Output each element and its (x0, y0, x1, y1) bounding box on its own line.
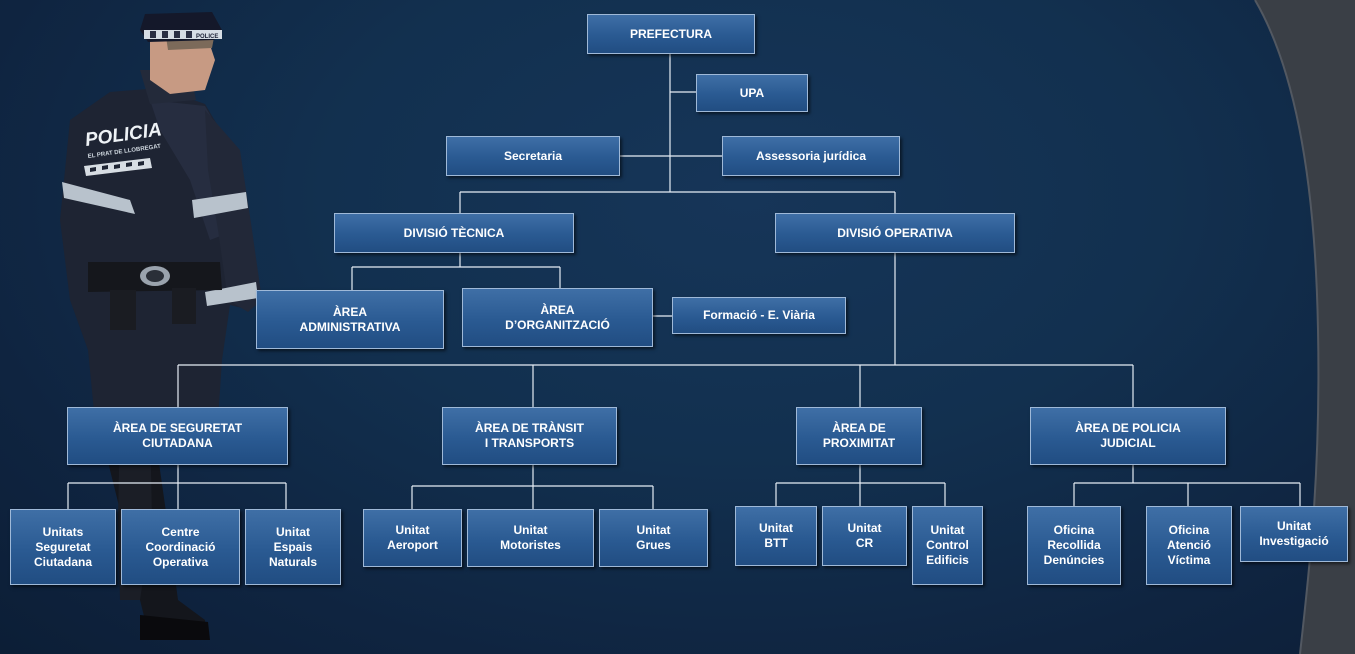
cap-badge-text: POLICE (196, 34, 218, 40)
centre-coordinacio-box: Centre Coordinació Operativa (121, 509, 240, 585)
area-organitzacio-box: ÀREA D’ORGANITZACIÓ (462, 288, 653, 347)
divisio-tecnica-label: DIVISIÓ TÈCNICA (403, 225, 505, 240)
upa-label: UPA (739, 85, 765, 100)
unitat-investigacio-box: Unitat Investigació (1240, 506, 1348, 562)
unitats-seguretat-label: Unitats Seguretat Ciutadana (33, 524, 92, 569)
unitat-btt-box: Unitat BTT (735, 506, 817, 566)
unitat-btt-label: Unitat BTT (759, 521, 793, 550)
area-organitzacio-label: ÀREA D’ORGANITZACIÓ (505, 302, 610, 332)
prefectura-label: PREFECTURA (629, 26, 712, 41)
unitat-motoristes-label: Unitat Motoristes (500, 523, 561, 552)
secretaria-label: Secretaria (503, 148, 563, 163)
unitat-cr-box: Unitat CR (822, 506, 907, 566)
formacio-box: Formació - E. Viària (672, 297, 846, 334)
secretaria-box: Secretaria (446, 136, 620, 176)
oficina-recollida-label: Oficina Recollida Denúncies (1043, 523, 1105, 567)
area-transit-box: ÀREA DE TRÀNSIT I TRANSPORTS (442, 407, 617, 465)
area-policia-judicial-label: ÀREA DE POLICIA JUDICIAL (1075, 421, 1181, 450)
unitat-grues-label: Unitat Grues (636, 523, 671, 552)
divisio-operativa-box: DIVISIÓ OPERATIVA (775, 213, 1015, 253)
area-transit-label: ÀREA DE TRÀNSIT I TRANSPORTS (475, 421, 584, 450)
centre-coordinacio-label: Centre Coordinació Operativa (145, 524, 216, 569)
area-seguretat-label: ÀREA DE SEGURETAT CIUTADANA (112, 421, 243, 450)
unitats-seguretat-box: Unitats Seguretat Ciutadana (10, 509, 116, 585)
oficina-recollida-box: Oficina Recollida Denúncies (1027, 506, 1121, 585)
unitat-cr-label: Unitat CR (847, 521, 882, 550)
assessoria-juridica-box: Assessoria jurídica (722, 136, 900, 176)
prefectura-box: PREFECTURA (587, 14, 755, 54)
area-administrativa-box: ÀREA ADMINISTRATIVA (256, 290, 444, 349)
area-seguretat-box: ÀREA DE SEGURETAT CIUTADANA (67, 407, 288, 465)
unitat-control-edificis-label: Unitat Control Edificis (926, 523, 969, 567)
unitat-aeroport-box: Unitat Aeroport (363, 509, 462, 567)
oficina-atencio-label: Oficina Atenció Víctima (1166, 523, 1211, 567)
area-policia-judicial-box: ÀREA DE POLICIA JUDICIAL (1030, 407, 1226, 465)
area-administrativa-label: ÀREA ADMINISTRATIVA (299, 304, 401, 334)
formacio-label: Formació - E. Viària (703, 308, 815, 322)
divisio-tecnica-box: DIVISIÓ TÈCNICA (334, 213, 574, 253)
oficina-atencio-box: Oficina Atenció Víctima (1146, 506, 1232, 585)
unitat-motoristes-box: Unitat Motoristes (467, 509, 594, 567)
unitat-control-edificis-box: Unitat Control Edificis (912, 506, 983, 585)
area-proximitat-label: ÀREA DE PROXIMITAT (822, 421, 896, 450)
upa-box: UPA (696, 74, 808, 112)
area-proximitat-box: ÀREA DE PROXIMITAT (796, 407, 922, 465)
assessoria-juridica-label: Assessoria jurídica (755, 148, 867, 163)
unitat-grues-box: Unitat Grues (599, 509, 708, 567)
unitat-espais-label: Unitat Espais Naturals (268, 524, 318, 569)
unitat-investigacio-label: Unitat Investigació (1259, 519, 1329, 548)
unitat-espais-box: Unitat Espais Naturals (245, 509, 341, 585)
unitat-aeroport-label: Unitat Aeroport (387, 523, 438, 552)
divisio-operativa-label: DIVISIÓ OPERATIVA (837, 225, 953, 240)
